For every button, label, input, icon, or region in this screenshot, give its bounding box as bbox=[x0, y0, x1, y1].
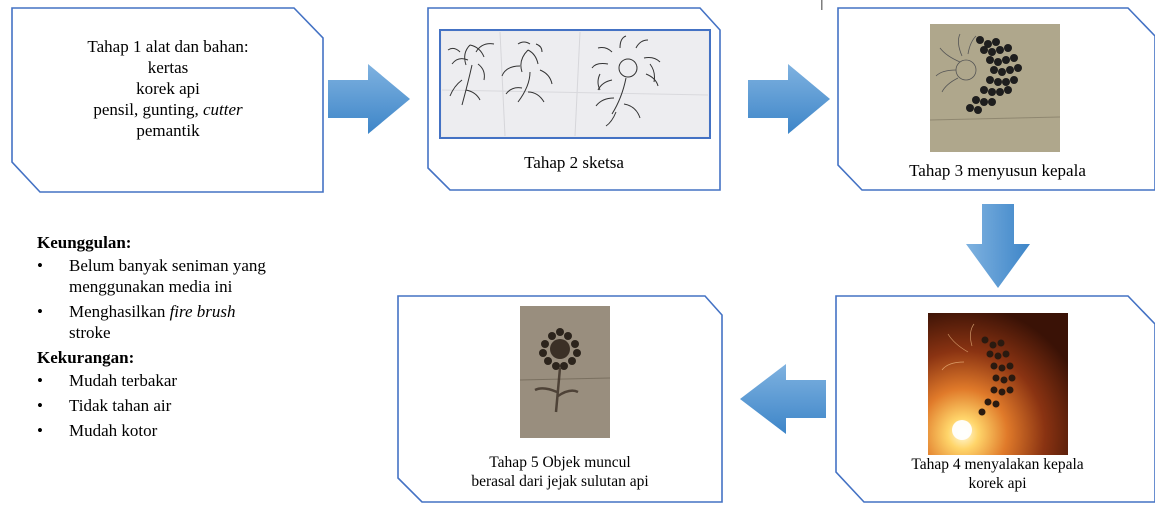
step1-line-4: pensil, gunting, cutter bbox=[26, 99, 310, 120]
burnt-flower-result-photo bbox=[520, 306, 610, 438]
arranged-match-heads-photo bbox=[930, 24, 1060, 152]
stray-mark: | bbox=[820, 0, 824, 10]
advantages-list: Belum banyak seniman yang menggunakan me… bbox=[37, 255, 337, 343]
step4-caption-line-1: Tahap 4 menyalakan kepala bbox=[840, 455, 1155, 474]
step5-caption: Tahap 5 Objek muncul berasal dari jejak … bbox=[398, 453, 722, 491]
advantages-heading: Keunggulan: bbox=[37, 232, 337, 253]
arrow-left bbox=[740, 364, 826, 434]
advantage-text-post: stroke bbox=[69, 323, 111, 342]
disadvantages-heading: Kekurangan: bbox=[37, 347, 337, 368]
step1-line-3: korek api bbox=[26, 78, 310, 99]
advantage-item: Belum banyak seniman yang menggunakan me… bbox=[37, 255, 299, 297]
step2-caption: Tahap 2 sketsa bbox=[428, 152, 720, 173]
advantage-text: Belum banyak seniman yang menggunakan me… bbox=[69, 256, 266, 296]
sketch-photo bbox=[440, 30, 710, 138]
disadvantage-item: Tidak tahan air bbox=[37, 395, 337, 416]
step4-caption: Tahap 4 menyalakan kepala korek api bbox=[840, 455, 1155, 493]
step1-line-2: kertas bbox=[26, 57, 310, 78]
pros-cons-panel: Keunggulan: Belum banyak seniman yang me… bbox=[37, 232, 337, 445]
step1-text: Tahap 1 alat dan bahan: kertas korek api… bbox=[26, 36, 310, 141]
arrow-right-1 bbox=[328, 64, 410, 134]
disadvantage-item: Mudah kotor bbox=[37, 420, 337, 441]
advantage-item: Menghasilkan fire brush stroke bbox=[37, 301, 269, 343]
disadvantage-item: Mudah terbakar bbox=[37, 370, 337, 391]
step1-italic-word: cutter bbox=[203, 100, 243, 119]
step5-caption-line-1: Tahap 5 Objek muncul bbox=[398, 453, 722, 472]
step4-caption-line-2: korek api bbox=[840, 474, 1155, 493]
lit-match-heads-photo bbox=[928, 313, 1068, 455]
arrow-right-2 bbox=[748, 64, 830, 134]
step3-caption: Tahap 3 menyusun kepala bbox=[840, 160, 1155, 181]
step5-caption-line-2: berasal dari jejak sulutan api bbox=[398, 472, 722, 491]
step1-line-1: Tahap 1 alat dan bahan: bbox=[26, 36, 310, 57]
advantage-text-italic: fire brush bbox=[170, 302, 236, 321]
step1-line-5: pemantik bbox=[26, 120, 310, 141]
arrow-down bbox=[966, 204, 1030, 288]
advantage-text-pre: Menghasilkan bbox=[69, 302, 170, 321]
disadvantages-list: Mudah terbakar Tidak tahan air Mudah kot… bbox=[37, 370, 337, 441]
